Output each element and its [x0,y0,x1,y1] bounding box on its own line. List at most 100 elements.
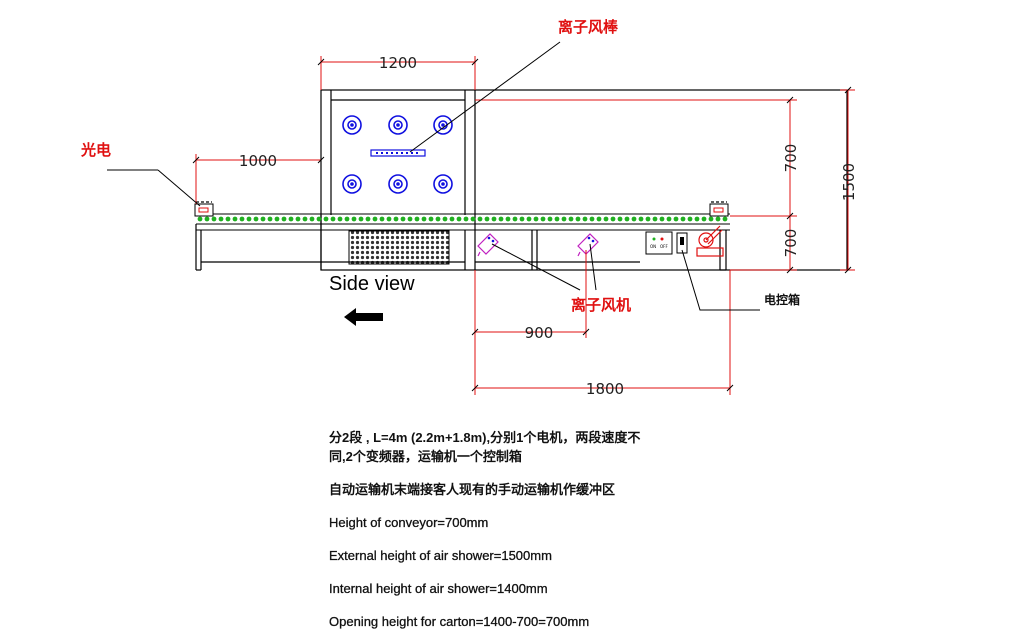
ion-blower-left [477,233,499,257]
conveyor-roller [309,216,315,222]
conveyor-roller [561,216,567,222]
conveyor-roller [463,216,469,222]
conveyor-roller [449,216,455,222]
conveyor-roller [582,216,588,222]
conveyor-roller [624,216,630,222]
nozzle-icon [433,174,453,194]
conveyor-roller [519,216,525,222]
conveyor-roller [610,216,616,222]
note-line: 同,2个变频器，运输机一个控制箱 [329,449,522,464]
conveyor-roller [638,216,644,222]
conveyor-roller [197,216,203,222]
side-view-title: Side view [329,273,415,295]
conveyor-roller [554,216,560,222]
leader-lines [107,41,760,311]
conveyor-roller [708,216,714,222]
air-nozzles [342,115,453,194]
conveyor-roller [645,216,651,222]
nozzle-icon [388,174,408,194]
conveyor-roller [568,216,574,222]
conveyor-roller [281,216,287,222]
conveyor-roller [470,216,476,222]
conveyor-roller [617,216,623,222]
note-line: Height of conveyor=700mm [329,515,489,530]
conveyor-roller [540,216,546,222]
note-line: Opening height for carton=1400-700=700mm [329,614,590,629]
nozzle-icon [342,174,362,194]
conveyor-roller [414,216,420,222]
conveyor-roller [351,216,357,222]
conveyor-roller [722,216,728,222]
conveyor-roller [673,216,679,222]
conveyor-roller [498,216,504,222]
conveyor-roller [666,216,672,222]
dim-700-upper: 700 [782,144,800,173]
ion-blower-right [577,233,599,257]
conveyor-roller [246,216,252,222]
conveyor-roller [547,216,553,222]
conveyor-roller [701,216,707,222]
ion-bar-label: 离子风棒 [558,18,619,36]
conveyor-roller [386,216,392,222]
photo-sensor-left [194,201,214,217]
conveyor-roller [400,216,406,222]
note-line: Internal height of air shower=1400mm [329,581,548,596]
switch-on-label: ON [650,244,656,249]
nozzle-icon [388,115,408,135]
conveyor-roller [575,216,581,222]
conveyor-rollers [197,216,728,222]
conveyor-roller [407,216,413,222]
photo-sensor-right [709,201,729,217]
conveyor-roller [603,216,609,222]
conveyor-roller [491,216,497,222]
conveyor-roller [526,216,532,222]
conveyor-roller [218,216,224,222]
ion-blower-label: 离子风机 [571,296,631,314]
dim-1500: 1500 [840,163,858,201]
dim-1200: 1200 [379,54,417,72]
conveyor-roller [631,216,637,222]
control-box-label: 电控箱 [764,292,800,307]
note-line: 自动运输机末端接客人现有的手动运输机作缓冲区 [329,482,616,497]
motor [696,225,724,257]
conveyor-roller [239,216,245,222]
conveyor-roller [533,216,539,222]
conveyor-roller [715,216,721,222]
dim-700-lower: 700 [782,229,800,258]
dimension-ticks [192,58,852,392]
conveyor-roller [393,216,399,222]
filter-grille [348,230,450,265]
conveyor-roller [302,216,308,222]
conveyor [195,213,730,271]
conveyor-roller [589,216,595,222]
control-box: ON OFF [645,231,688,255]
nozzle-icon [342,115,362,135]
conveyor-roller [379,216,385,222]
conveyor-roller [596,216,602,222]
conveyor-roller [274,216,280,222]
conveyor-roller [211,216,217,222]
conveyor-roller [253,216,259,222]
dim-1000: 1000 [239,152,277,170]
direction-arrow-icon [344,308,383,326]
conveyor-roller [512,216,518,222]
conveyor-roller [680,216,686,222]
ion-bar [370,149,426,157]
conveyor-legs [195,224,727,271]
conveyor-roller [295,216,301,222]
conveyor-roller [358,216,364,222]
conveyor-roller [337,216,343,222]
conveyor-roller [330,216,336,222]
conveyor-roller [344,216,350,222]
conveyor-roller [260,216,266,222]
note-line: External height of air shower=1500mm [329,548,552,563]
note-line: 分2段 , L=4m (2.2m+1.8m),分别1个电机，两段速度不 [329,430,641,445]
conveyor-roller [652,216,658,222]
conveyor-roller [442,216,448,222]
conveyor-roller [505,216,511,222]
conveyor-roller [484,216,490,222]
nozzle-icon [433,115,453,135]
conveyor-roller [323,216,329,222]
dim-900: 900 [525,324,554,342]
dim-1800: 1800 [586,380,624,398]
